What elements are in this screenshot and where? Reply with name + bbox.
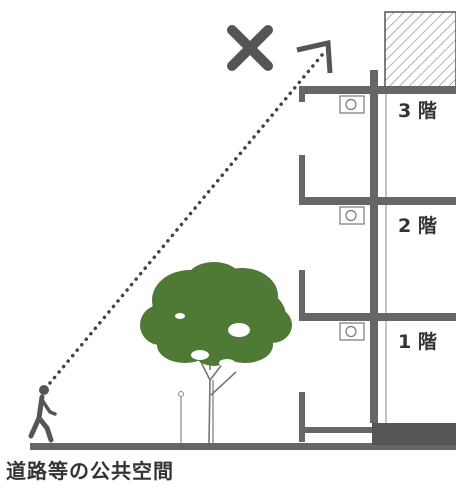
parapet-2f-upper [299,155,305,205]
parapet-3f [299,86,305,102]
sight-line [48,53,324,385]
x-mark-icon [227,25,273,71]
air-conditioner-unit-icon [339,206,365,225]
parapet-1f-upper [299,270,305,321]
lamp-post [178,391,184,443]
air-conditioner-unit-icon [339,322,365,341]
floor-label-1f: 1 階 [398,331,437,353]
parapet-gf [299,392,305,442]
floor-label-3f: 3 階 [398,100,437,122]
tree-icon [140,262,292,444]
building-structure [299,70,456,445]
column-left [370,70,378,423]
ground-slab [372,423,456,445]
slab-1f [299,313,456,321]
air-conditioner-unit-icon [339,95,365,114]
walking-person-icon [28,385,57,443]
ground-line [30,443,456,450]
slab-2f [299,197,456,205]
floor-label-2f: 2 階 [398,215,437,237]
slab-3f [299,86,456,94]
neighbor-building [384,11,456,88]
arrow-icon [296,39,333,74]
slab-gf [299,427,372,433]
caption-public-space: 道路等の公共空間 [6,459,174,483]
